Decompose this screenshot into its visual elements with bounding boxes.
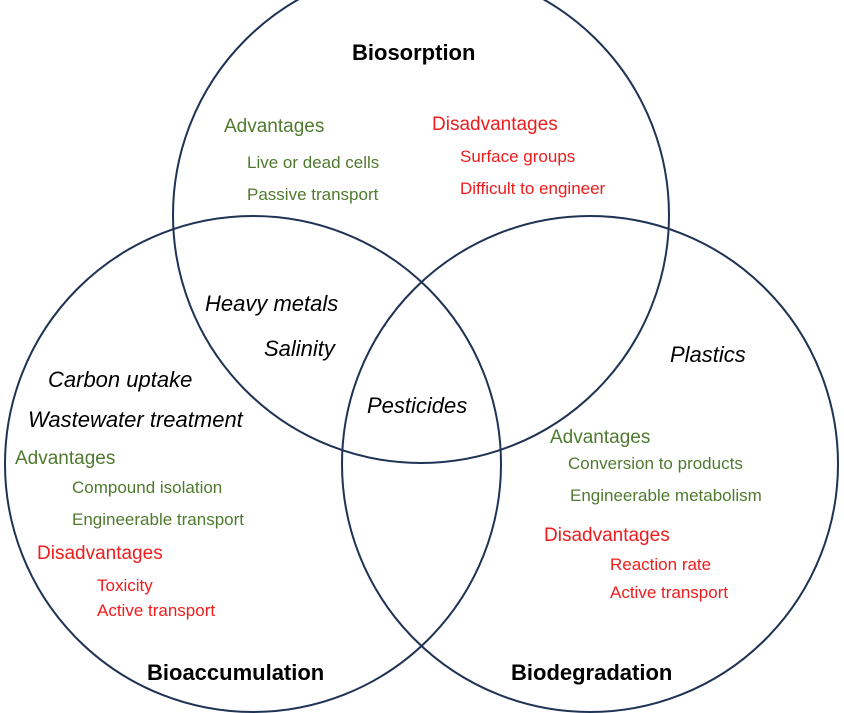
biosorption-disadvantage-item: Surface groups (460, 147, 576, 166)
bioaccumulation-disadvantage-item: Active transport (97, 601, 216, 620)
biodegradation-advantages-heading: Advantages (550, 427, 651, 448)
biosorption-title: Biosorption (352, 40, 476, 65)
bioaccumulation-circle (4, 215, 502, 713)
biodegradation-topic: Plastics (670, 342, 746, 367)
bioaccumulation-advantage-item: Engineerable transport (72, 510, 245, 529)
overlap-topic-heavy-metals: Heavy metals (205, 291, 339, 316)
bioaccumulation-topic: Carbon uptake (48, 367, 193, 392)
biodegradation-disadvantages-heading: Disadvantages (544, 525, 670, 546)
biodegradation-disadvantage-item: Active transport (610, 583, 729, 602)
bioaccumulation-title: Bioaccumulation (147, 660, 325, 685)
bioaccumulation-advantage-item: Compound isolation (72, 478, 223, 497)
overlap-topic-salinity: Salinity (264, 336, 335, 361)
biosorption-disadvantages-heading: Disadvantages (432, 114, 558, 135)
center-topic-pesticides: Pesticides (367, 393, 468, 418)
biodegradation-advantage-item: Engineerable metabolism (570, 486, 762, 505)
biodegradation-circle (341, 215, 839, 713)
biosorption-circle (172, 0, 670, 464)
bioaccumulation-disadvantage-item: Toxicity (97, 576, 153, 595)
biodegradation-title: Biodegradation (511, 660, 673, 685)
bioaccumulation-topic: Wastewater treatment (28, 407, 243, 432)
bioaccumulation-disadvantages-heading: Disadvantages (37, 543, 163, 564)
biosorption-advantage-item: Live or dead cells (247, 153, 380, 172)
biosorption-advantage-item: Passive transport (247, 185, 379, 204)
biosorption-disadvantage-item: Difficult to engineer (460, 179, 606, 198)
biodegradation-advantage-item: Conversion to products (568, 454, 743, 473)
biosorption-advantages-heading: Advantages (224, 116, 325, 137)
biodegradation-disadvantage-item: Reaction rate (610, 555, 712, 574)
bioaccumulation-advantages-heading: Advantages (15, 448, 116, 469)
